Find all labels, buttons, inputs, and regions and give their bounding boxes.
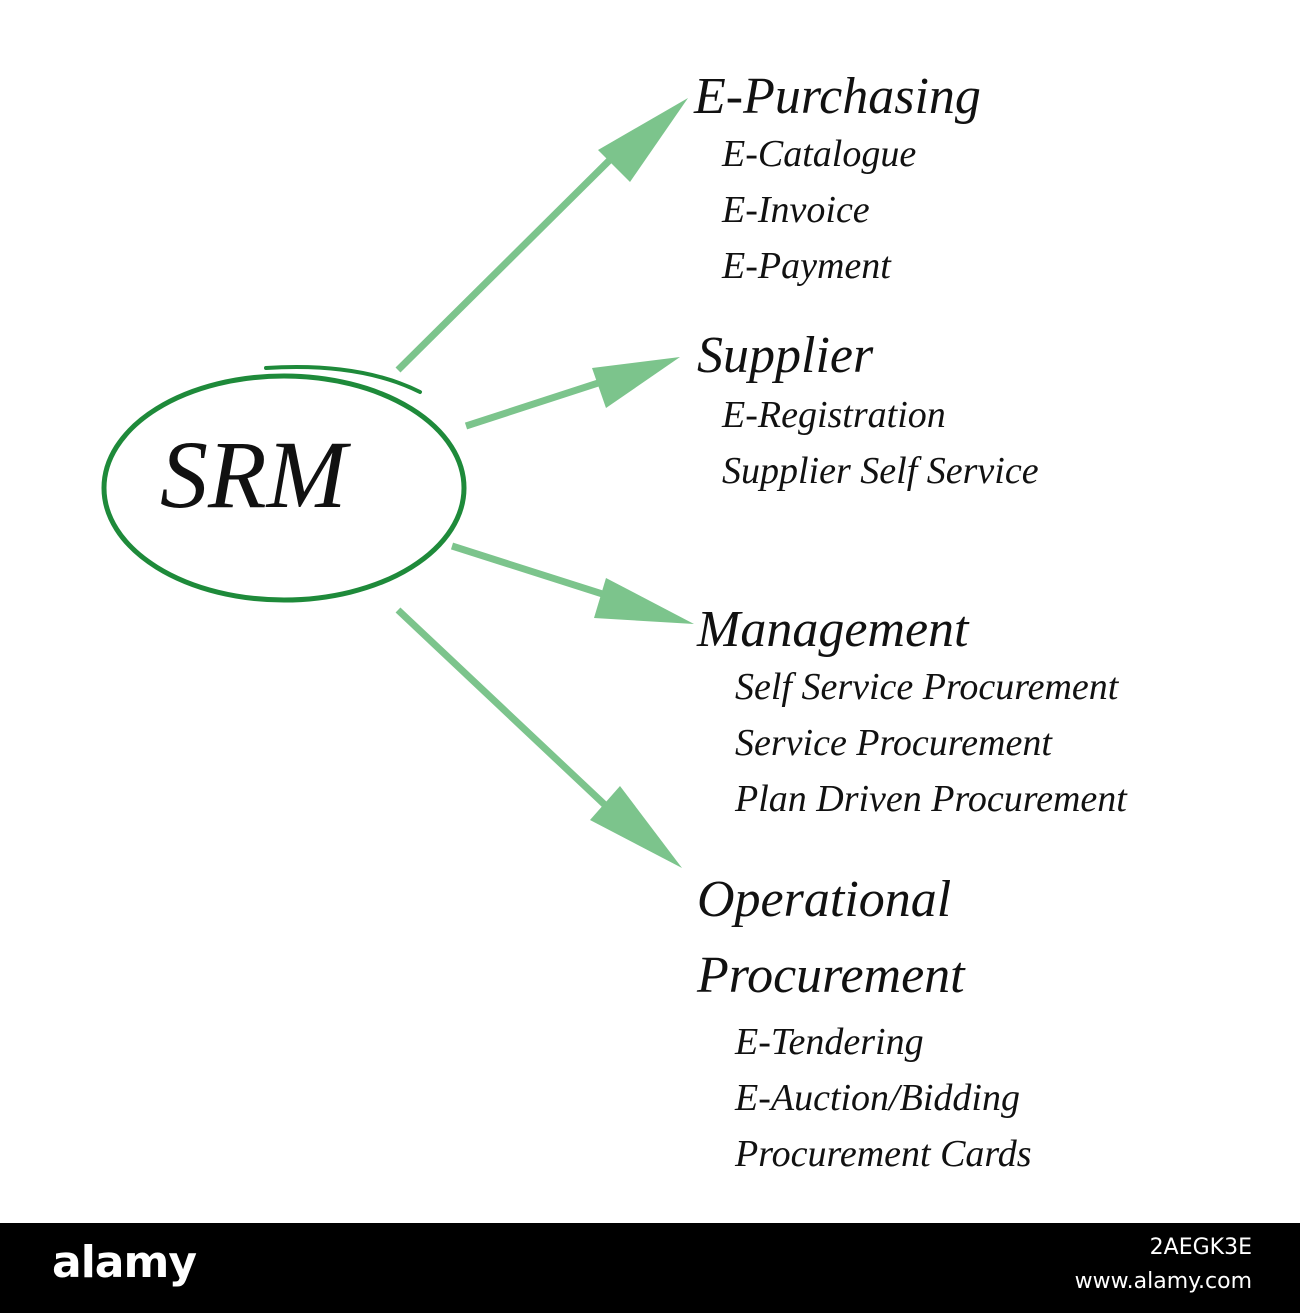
arrow-to-e-purchasing [395, 98, 688, 373]
branch-item: Service Procurement [735, 722, 1052, 764]
branch-item: E-Invoice [722, 189, 870, 231]
footer-logo: alamy [52, 1237, 197, 1288]
branch-item: E-Payment [722, 245, 891, 287]
branch-item: E-Registration [722, 394, 946, 436]
arrow-to-supplier [464, 357, 680, 430]
srm-label: SRM [160, 421, 347, 528]
arrow-to-operational [395, 607, 682, 868]
srm-ellipse [101, 365, 467, 603]
branch-title: E-Purchasing [694, 68, 981, 125]
branch-item: E-Tendering [735, 1021, 924, 1063]
branch-title-line-1: Operational [697, 871, 952, 928]
watermark-footer: alamy 2AEGK3E www.alamy.com [0, 1223, 1300, 1313]
diagram-graphics [101, 98, 694, 868]
footer-image-id: 2AEGK3E [1149, 1235, 1252, 1260]
branch-title: Supplier [697, 327, 874, 384]
branch-operational-procurement: Operational Procurement E-Tendering E-Au… [697, 862, 1032, 1182]
branch-item: Supplier Self Service [722, 450, 1039, 492]
branch-title: Management [697, 601, 969, 658]
branch-management: Management Self Service Procurement Serv… [697, 601, 1127, 827]
branch-e-purchasing: E-Purchasing E-Catalogue E-Invoice E-Pay… [694, 68, 981, 294]
branch-title-line-2: Procurement [697, 947, 965, 1004]
branch-item: E-Catalogue [722, 133, 917, 175]
footer-url: www.alamy.com [1074, 1269, 1252, 1294]
branch-item: Self Service Procurement [735, 666, 1119, 708]
branch-item: Procurement Cards [735, 1133, 1032, 1175]
branch-item: Plan Driven Procurement [735, 778, 1127, 820]
branch-supplier: Supplier E-Registration Supplier Self Se… [697, 327, 1039, 499]
branch-item: E-Auction/Bidding [735, 1077, 1020, 1119]
arrow-to-management [450, 542, 694, 624]
